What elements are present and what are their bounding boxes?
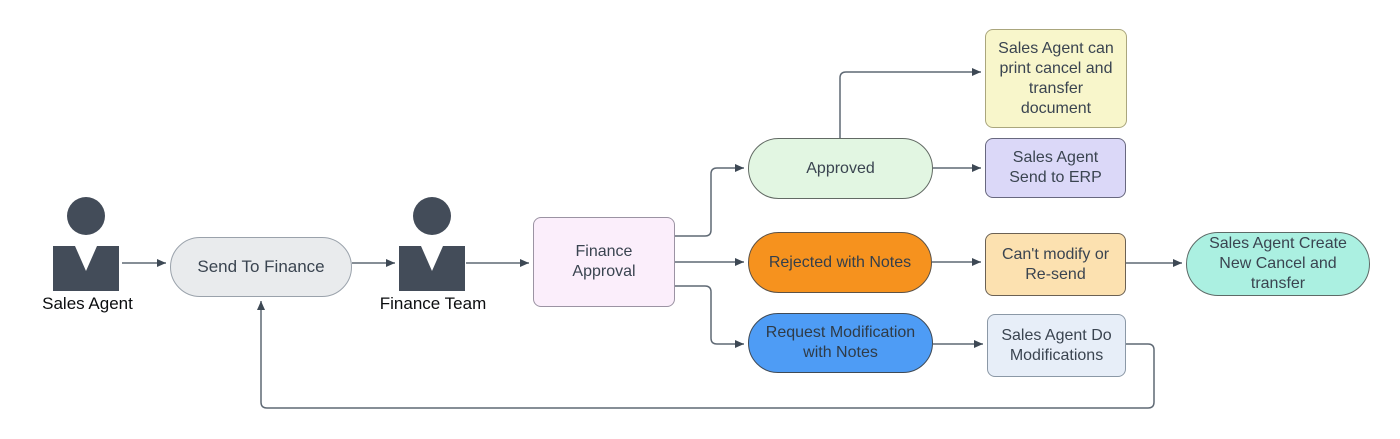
node-approved: Approved xyxy=(748,138,933,199)
node-label: Sales Agent Do Modifications xyxy=(1001,326,1112,364)
node-send-to-erp: Sales Agent Send to ERP xyxy=(985,138,1126,198)
node-label: Finance Approval xyxy=(572,243,636,280)
node-label: Sales Agent Create New Cancel and transf… xyxy=(1209,235,1347,292)
node-label: Can't modify or Re-send xyxy=(1001,245,1110,283)
node-finance-approval: Finance Approval xyxy=(533,217,675,307)
node-label: Rejected with Notes xyxy=(768,253,912,271)
node-label: Request Modification with Notes xyxy=(765,324,916,361)
person-icon xyxy=(399,197,465,291)
node-label: Sales Agent Send to ERP xyxy=(1009,149,1102,186)
node-cant-modify: Can't modify or Re-send xyxy=(985,233,1126,296)
edge-approved-to-print-cancel-transfer xyxy=(839,68,981,138)
actor-label-sales-agent: Sales Agent xyxy=(42,294,133,313)
edge-finance-approval-to-request-mod xyxy=(675,285,744,348)
node-request-modification: Request Modification with Notes xyxy=(748,313,933,373)
edge-finance-approval-to-approved xyxy=(675,164,744,237)
node-send-to-finance: Send To Finance xyxy=(170,237,352,297)
node-label: Send To Finance xyxy=(197,257,325,277)
node-print-cancel-transfer: Sales Agent can print cancel and transfe… xyxy=(985,29,1127,128)
person-icon xyxy=(53,197,119,291)
node-rejected: Rejected with Notes xyxy=(748,232,932,293)
node-label: Approved xyxy=(806,159,875,177)
actor-label-finance-team: Finance Team xyxy=(379,294,487,313)
node-do-modifications: Sales Agent Do Modifications xyxy=(987,314,1126,377)
node-label: Sales Agent can print cancel and transfe… xyxy=(998,39,1114,117)
node-create-new: Sales Agent Create New Cancel and transf… xyxy=(1186,232,1370,296)
